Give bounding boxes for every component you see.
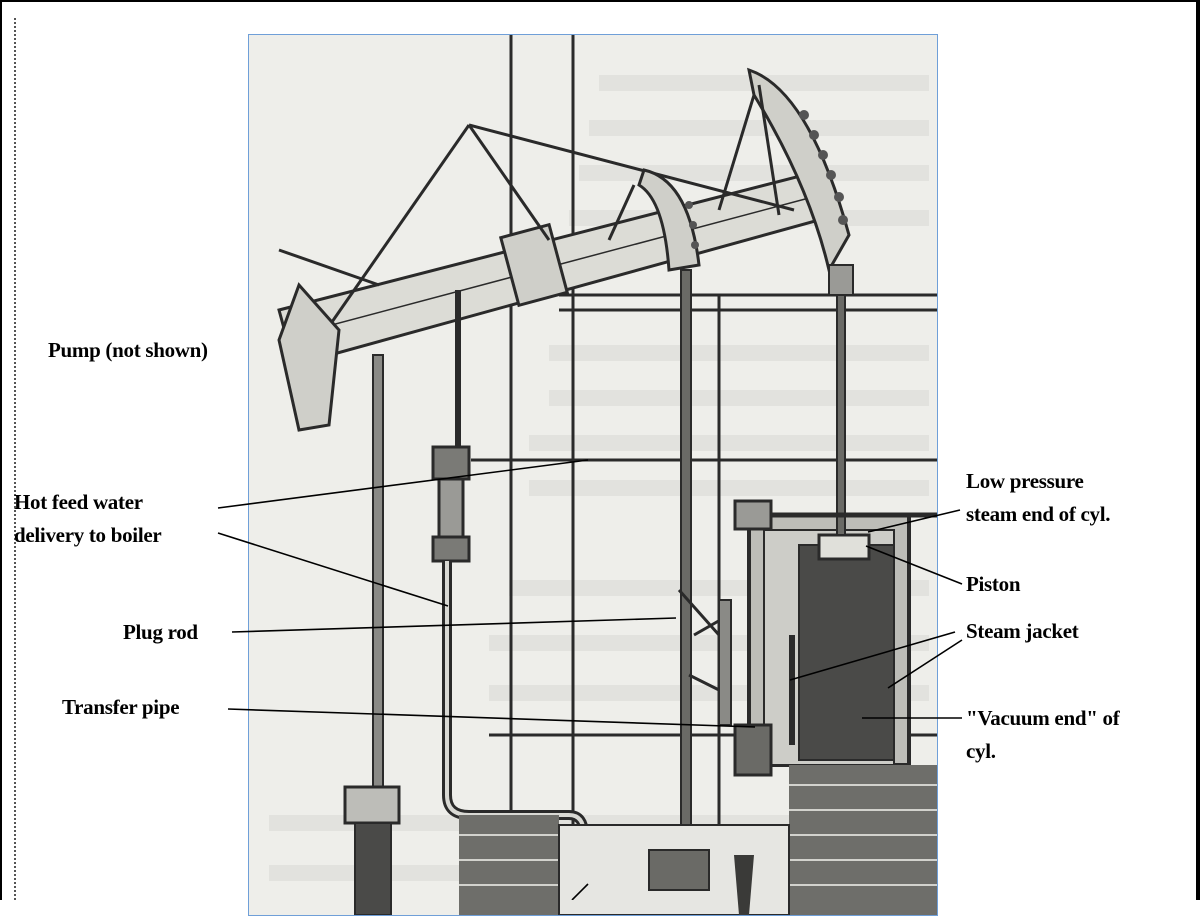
- dotted-margin-rule: [14, 18, 16, 900]
- steam-cylinder: [747, 513, 911, 767]
- left-arch-head: [277, 282, 341, 432]
- piston: [817, 533, 871, 561]
- hot-water-pump-barrel-top: [431, 445, 471, 481]
- label-plug-rod: Plug rod: [123, 620, 198, 644]
- top-valve-chest: [733, 499, 773, 531]
- label-low-pressure-line1: Low pressure: [966, 469, 1084, 493]
- beam-engine-drawing: [249, 35, 937, 915]
- label-transfer-pipe: Transfer pipe: [62, 695, 180, 719]
- label-vacuum-line2: cyl.: [966, 739, 996, 763]
- label-piston: Piston: [966, 572, 1021, 596]
- pump-rod-gland: [343, 785, 401, 825]
- label-low-pressure-steam-end: Low pressure steam end of cyl.: [966, 465, 1111, 531]
- piston-rod: [836, 289, 846, 536]
- label-vacuum-end: "Vacuum end" of cyl.: [966, 702, 1120, 768]
- label-pump-not-shown: Pump (not shown): [48, 338, 208, 362]
- engine-illustration: [248, 34, 938, 916]
- label-hot-feed-water: Hot feed water delivery to boiler: [14, 486, 162, 552]
- hot-water-pump-rod: [455, 290, 461, 450]
- label-steam-jacket: Steam jacket: [966, 619, 1079, 643]
- arch-chains: [685, 110, 848, 249]
- middle-arch-head: [637, 168, 701, 272]
- beam-centre-bearing: [498, 222, 570, 308]
- label-hot-feed-line1: Hot feed water: [14, 490, 143, 514]
- pump-rod: [372, 354, 384, 915]
- label-vacuum-line1: "Vacuum end" of: [966, 706, 1120, 730]
- right-arch-head: [747, 67, 851, 275]
- air-pump-head: [648, 849, 710, 891]
- brickwork: [459, 765, 937, 915]
- transfer-pipe: [718, 599, 732, 726]
- label-low-pressure-line2: steam end of cyl.: [966, 502, 1111, 526]
- label-hot-feed-line2: delivery to boiler: [14, 523, 162, 547]
- cylinder-bore: [798, 544, 895, 761]
- steam-jacket-wall: [789, 635, 795, 745]
- beam-truss: [278, 123, 795, 356]
- bottom-valve-chest: [733, 723, 773, 777]
